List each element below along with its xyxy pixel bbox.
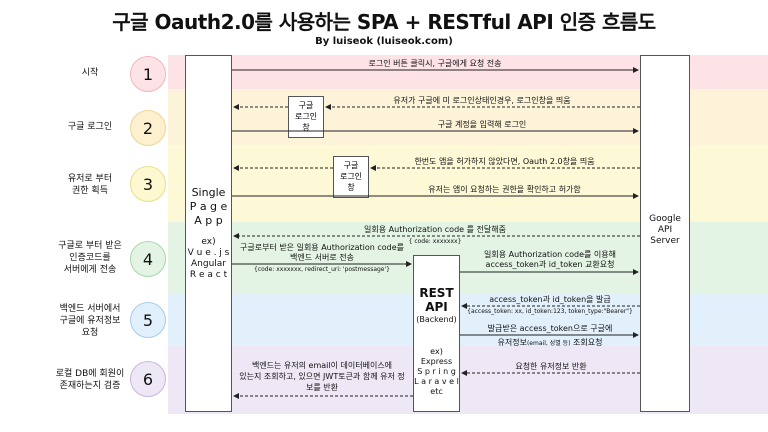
rest-api-column: [413, 255, 460, 412]
msg-3: 구글 계정을 입력해 로그인: [437, 120, 527, 129]
step-2-circle: 2: [130, 110, 166, 146]
msg-1: 로그인 버튼 클릭시, 구글에게 요청 전송: [368, 59, 502, 68]
step-3-circle: 3: [130, 166, 166, 202]
msg-5: 유저는 앱이 요청하는 권한을 확인하고 허가함: [428, 185, 581, 194]
msg-9: access_token과 id_token을 발급: [489, 295, 611, 304]
msg-6: 일회용 Authorization code 를 전달해줌: [364, 225, 506, 234]
step-1-label: 시작: [81, 68, 99, 78]
msg-4: 한번도 앱을 허가하지 않았다면, Oauth 2.0창을 띄움: [414, 157, 595, 166]
step-5-circle: 5: [130, 302, 166, 338]
msg-10-sub: 유저정보(email, 성별 등) 조회요청: [497, 338, 603, 347]
page-title: 구글 Oauth2.0를 사용하는 SPA + RESTful API 인증 흐…: [112, 10, 656, 34]
step-6-circle: 6: [130, 361, 166, 397]
msg-11: 요청한 유저정보 반환: [515, 362, 587, 371]
byline: By luiseok (luiseok.com): [315, 36, 453, 47]
step-2-label: 구글 로그인: [67, 122, 113, 132]
msg-9-payload: {access_token: xx, id_token:123, token_t…: [467, 308, 633, 315]
rest-api-label: REST API (Backend): [416, 286, 457, 324]
step-4-circle: 4: [130, 241, 166, 277]
msg-2: 유저가 구글에 미 로그인상태인경우, 로그인창을 띄움: [393, 96, 571, 105]
msg-10: 발급받은 access_token으로 구글에: [487, 324, 613, 333]
spa-column: [185, 55, 232, 412]
google-api-column: [640, 55, 690, 412]
msg-6-payload: { code: xxxxxxx}: [408, 238, 462, 245]
msg-7-payload: {code: xxxxxxx, redirect_uri: 'postmessa…: [254, 266, 390, 273]
step-1-circle: 1: [130, 56, 166, 92]
